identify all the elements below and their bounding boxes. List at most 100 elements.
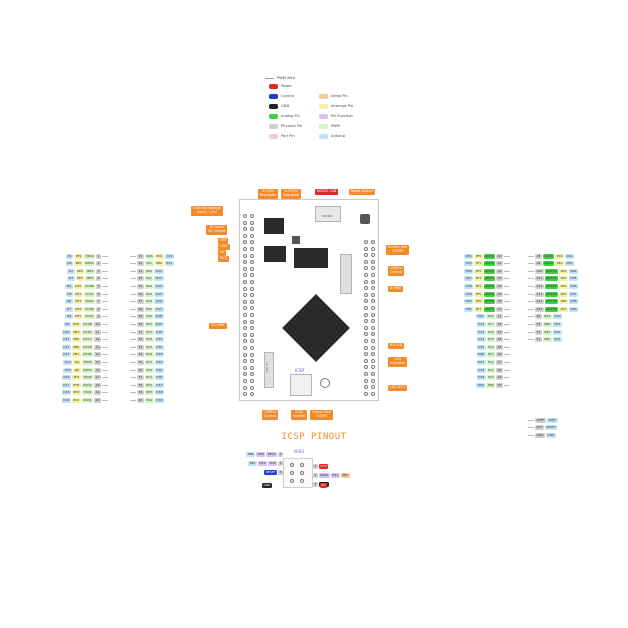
- header-pin: [364, 273, 368, 277]
- legend-label: GND: [281, 104, 290, 108]
- pin-label: D69: [568, 306, 578, 312]
- header-pin: [364, 372, 368, 376]
- pin-label: ADC4: [483, 283, 496, 289]
- pin-label: PA0: [144, 268, 154, 274]
- pin-label: D28: [154, 314, 164, 320]
- header-pin: [364, 378, 368, 383]
- pin-label: D5: [65, 291, 74, 297]
- header-pin: [371, 240, 375, 244]
- header-pin: [364, 266, 368, 271]
- icsp-pin-label: MISO: [266, 451, 278, 457]
- pin-label: PA7: [144, 321, 154, 327]
- pin-number: 11: [94, 329, 101, 335]
- pin-label: INT5: [85, 276, 96, 282]
- legend-swatch: [269, 113, 278, 119]
- pin-label: D38: [154, 390, 164, 396]
- regulator-3: [294, 248, 328, 268]
- legend-label: PWM Wire: [277, 76, 296, 80]
- pin-label: PF5: [474, 291, 483, 297]
- legend-item-arduino: Arduino: [319, 133, 345, 141]
- pin-label: D34: [154, 359, 164, 365]
- pin-lead: [102, 316, 108, 318]
- header-pin: [243, 326, 247, 331]
- pin-lead: [528, 434, 534, 436]
- header-pin: [250, 319, 254, 324]
- header-pin: [371, 372, 375, 376]
- legend-swatch: [269, 83, 278, 89]
- pin-lead: [504, 301, 510, 303]
- header-pin: [243, 392, 247, 397]
- pin-number: A11: [535, 276, 544, 282]
- pin-label: PA6: [144, 314, 154, 320]
- pin-lead: [504, 346, 510, 348]
- callout-a-pins: A PINS: [388, 286, 404, 292]
- callout-rx-led: RX LED: [388, 343, 405, 349]
- icsp-pin-label: PB3: [246, 451, 256, 457]
- pin-lead: [102, 323, 108, 325]
- pin-lead: [528, 323, 534, 325]
- header-pin: [250, 227, 254, 232]
- pin-number: 52: [535, 329, 542, 335]
- icsp-top-label: MISO: [294, 449, 305, 454]
- pin-label: PJ1: [73, 359, 82, 365]
- pin-label: OC2B: [81, 321, 94, 327]
- pin-label: PF0: [474, 253, 483, 259]
- pin-number: A1: [496, 261, 503, 267]
- pin-number: 21: [137, 253, 144, 259]
- callout-5v: 5V: [218, 250, 227, 256]
- icsp-pin-number: 3: [278, 460, 283, 466]
- pin-lead: [102, 270, 108, 272]
- legend-label: Pin Function: [331, 114, 353, 118]
- pin-label: PB3: [486, 382, 496, 388]
- pin-label: ADC14: [544, 299, 559, 305]
- pin-label: D17: [61, 382, 71, 388]
- pin-label: D39: [154, 397, 165, 403]
- usb-label: MICRO: [322, 214, 333, 218]
- legend-item-power: Power: [269, 83, 292, 91]
- pin-label: PF1: [474, 261, 483, 267]
- header-pin: [371, 299, 375, 304]
- icsp-pin-number: 4: [313, 472, 318, 478]
- legend-label: Analog Pin: [281, 114, 300, 118]
- header-pin: [250, 306, 254, 311]
- header-pin: [243, 266, 247, 271]
- header-pin: [371, 365, 375, 370]
- header-pin: [364, 332, 368, 337]
- pin-label: GND: [545, 432, 556, 438]
- pin-label: OC4A: [83, 299, 96, 305]
- header-pin: [364, 292, 368, 297]
- header-pin: [371, 312, 375, 317]
- header-pin: [250, 299, 254, 304]
- header-pin: [250, 273, 254, 278]
- callout-icsp-header: ICSP Header: [291, 410, 308, 420]
- header-pin: [364, 312, 368, 317]
- pin-number: GND: [535, 432, 545, 438]
- header-pin: [243, 260, 247, 265]
- pin-label: D24: [154, 283, 164, 289]
- header-pin: [243, 339, 247, 344]
- pin-lead: [528, 270, 534, 272]
- legend-item-control: Control: [269, 93, 294, 101]
- pin-number: 22: [137, 261, 144, 267]
- pin-label: PE3: [74, 291, 83, 297]
- pin-label: D30: [154, 329, 164, 335]
- header-pin: [364, 345, 368, 350]
- pin-number: A10: [535, 268, 544, 274]
- pin-lead: [102, 377, 108, 379]
